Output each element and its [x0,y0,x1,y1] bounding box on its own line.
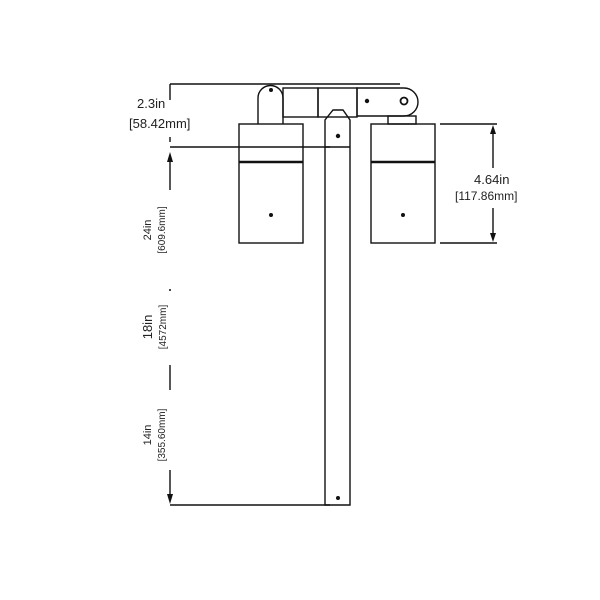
pivot-hole-icon [399,96,409,106]
arrow-up-icon [490,125,496,134]
fixture-height-imperial: 4.64in [474,172,509,187]
dim-dot [169,289,171,291]
center-bracket [282,87,319,118]
pole-14-imperial: 14in [142,425,154,446]
fixture-height-metric: [117.86mm] [455,189,517,203]
pole-base-screw [336,496,340,500]
arm-height-imperial: 2.3in [137,96,165,111]
pole-14-metric: [355.60mm] [157,408,168,461]
left-lamp-screw [269,213,273,217]
pole-24-imperial: 24in [142,220,154,241]
arrow-up-icon [167,152,173,162]
right-knuckle [387,115,417,125]
pole-18-metric: [4572mm] [158,305,169,350]
arm-screw [364,98,370,104]
arrow-down-icon [490,233,496,242]
pole-screw [335,133,341,139]
pole-18-imperial: 18in [140,315,155,340]
knuckle-screw [269,88,273,92]
arm-height-metric: [58.42mm] [129,116,190,131]
arrow-down-icon [167,494,173,504]
pole [324,109,351,506]
center-bracket [317,87,358,118]
right-lamp-screw [401,213,405,217]
left-lamp-housing [238,123,304,244]
pole-24-metric: [609.6mm] [157,206,168,253]
right-lamp-housing [370,123,436,244]
